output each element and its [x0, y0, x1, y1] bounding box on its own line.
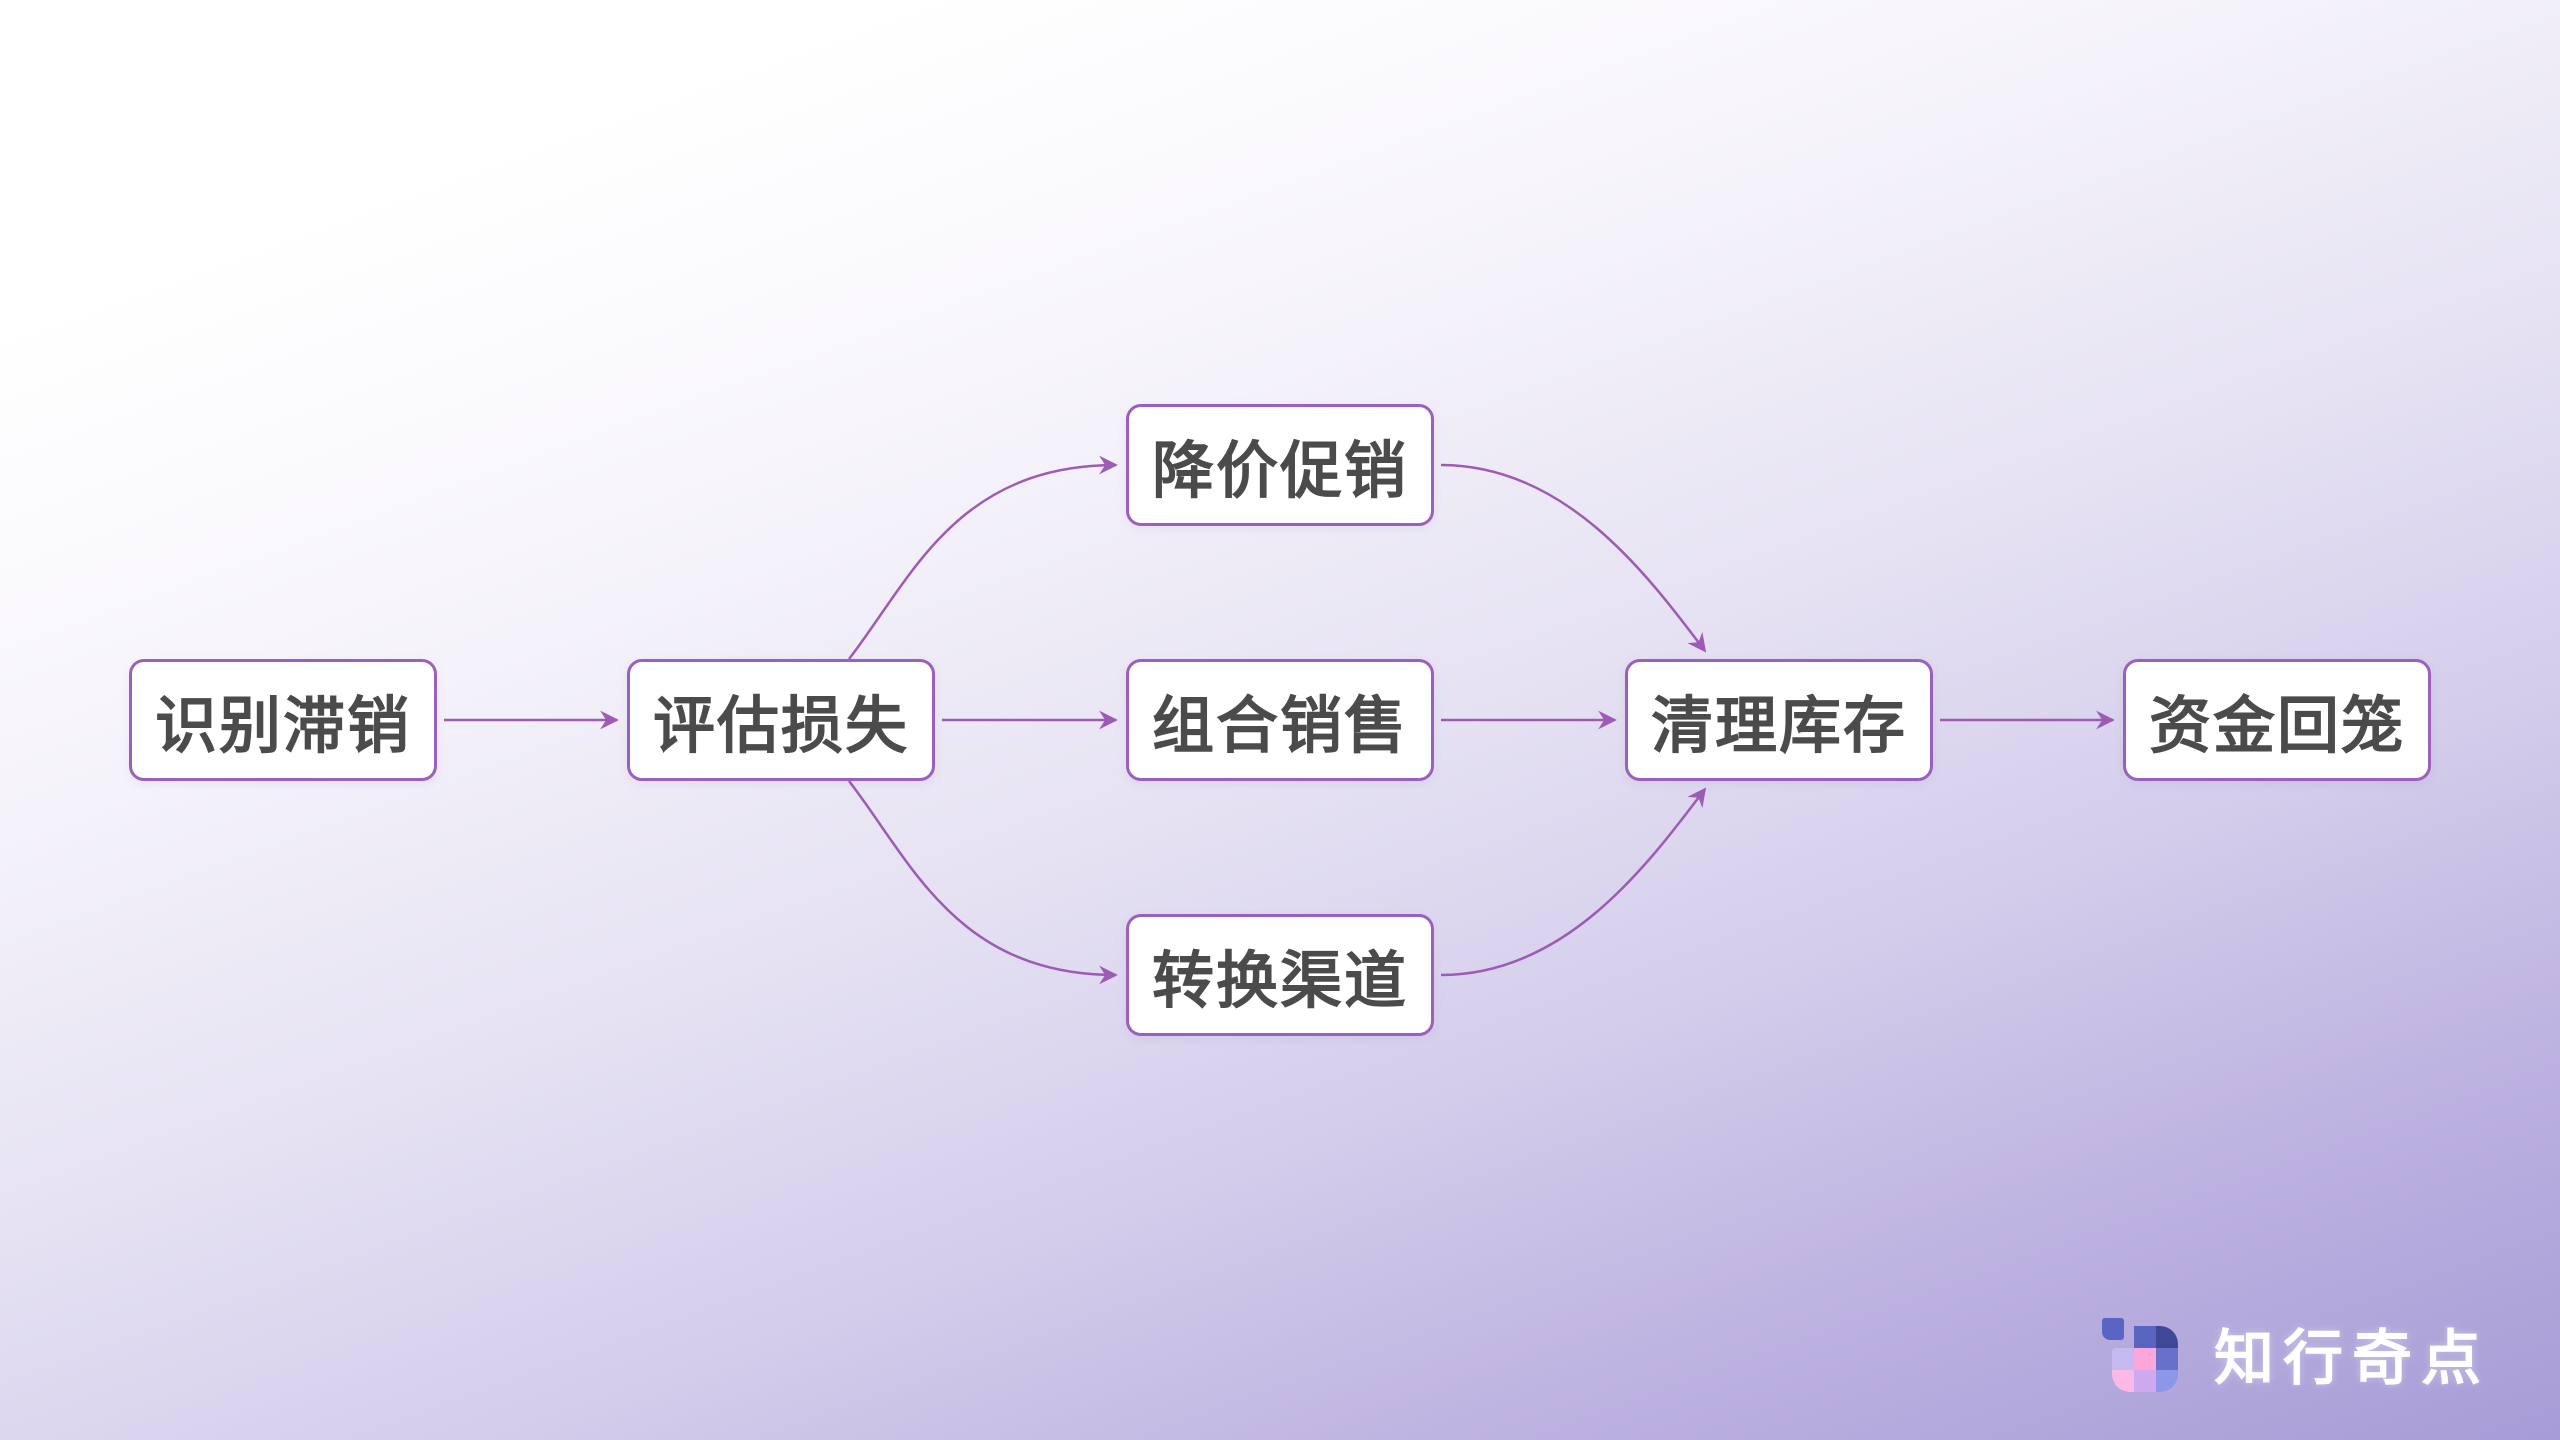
- brand-logo-text: 知行奇点: [2214, 1324, 2490, 1392]
- flow-node-channel: 转换渠道: [1126, 914, 1434, 1036]
- logo-pixel: [2156, 1326, 2178, 1348]
- flow-node-assess: 评估损失: [627, 659, 935, 781]
- logo-pixel: [2102, 1318, 2124, 1340]
- pixel-grid-logo-icon: [2100, 1310, 2180, 1396]
- logo-pixel: [2134, 1348, 2156, 1370]
- flow-edge-channel-to-clear: [1440, 787, 1707, 977]
- flow-edge-assess-to-discount: [848, 455, 1118, 660]
- logo-pixel: [2112, 1348, 2134, 1370]
- logo-pixel: [2134, 1326, 2156, 1348]
- flow-edge-assess-to-channel: [848, 780, 1118, 985]
- brand-logo: 知行奇点: [2100, 1310, 2490, 1396]
- logo-pixel: [2134, 1370, 2156, 1392]
- logo-pixel: [2156, 1370, 2178, 1392]
- flow-node-identify: 识别滞销: [129, 659, 437, 781]
- flow-edge-discount-to-clear: [1440, 463, 1707, 653]
- flow-node-bundle: 组合销售: [1126, 659, 1434, 781]
- flow-node-clear: 清理库存: [1625, 659, 1933, 781]
- flow-node-cashback: 资金回笼: [2123, 659, 2431, 781]
- logo-pixel: [2112, 1370, 2134, 1392]
- logo-pixel: [2156, 1348, 2178, 1370]
- flow-node-discount: 降价促销: [1126, 404, 1434, 526]
